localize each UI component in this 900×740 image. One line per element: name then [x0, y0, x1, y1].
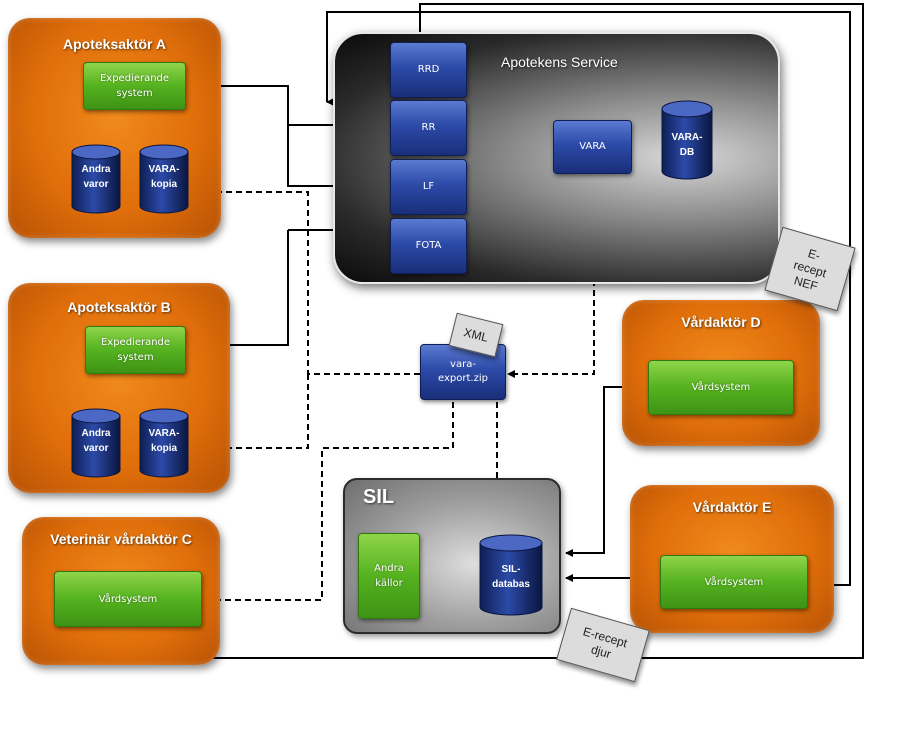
node-fota: FOTA	[390, 218, 467, 274]
actor-a-db2-label: VARA- kopia	[148, 164, 180, 190]
actor-a-db-andra-varor: Andra varor	[70, 144, 122, 214]
node-rrd: RRD	[390, 42, 467, 98]
node-lf: LF	[390, 159, 467, 215]
database-icon	[661, 100, 713, 180]
sil-databas: SIL- databas	[478, 534, 544, 616]
vara-db-label: VARA- DB	[671, 132, 703, 158]
database-icon	[139, 144, 189, 214]
actor-b-db1-label: Andra varor	[81, 428, 111, 454]
actor-b-title: Apoteksaktör B	[67, 299, 171, 315]
sil-title: SIL	[363, 486, 395, 508]
actor-a-system: Expedierande system	[83, 62, 186, 110]
actor-a-title: Apoteksaktör A	[63, 36, 166, 52]
node-rr: RR	[390, 100, 467, 156]
actor-a-db1-label: Andra varor	[81, 164, 111, 190]
actor-b-db-vara-kopia: VARA- kopia	[138, 408, 190, 478]
actor-d-system: Vårdsystem	[648, 360, 794, 415]
actor-a-db-vara-kopia: VARA- kopia	[138, 144, 190, 214]
database-icon	[71, 144, 121, 214]
database-icon	[71, 408, 121, 478]
database-icon	[139, 408, 189, 478]
actor-e-system: Vårdsystem	[660, 555, 808, 609]
actor-c-system: Vårdsystem	[54, 571, 202, 627]
sil-andra-kallor: Andra källor	[358, 533, 420, 619]
actor-d-title: Vårdaktör D	[681, 314, 761, 330]
vara-db: VARA- DB	[660, 100, 714, 180]
service-title: Apotekens Service	[501, 54, 618, 70]
actor-e-title: Vårdaktör E	[692, 499, 772, 515]
node-vara: VARA	[553, 120, 632, 174]
actor-b-db2-label: VARA- kopia	[148, 428, 180, 454]
actor-b-system: Expedierande system	[85, 326, 186, 374]
actor-b-db-andra-varor: Andra varor	[70, 408, 122, 478]
sil-databas-label: SIL- databas	[492, 564, 530, 590]
database-icon	[479, 534, 543, 616]
actor-c-title: Veterinär vårdaktör C	[50, 531, 192, 547]
